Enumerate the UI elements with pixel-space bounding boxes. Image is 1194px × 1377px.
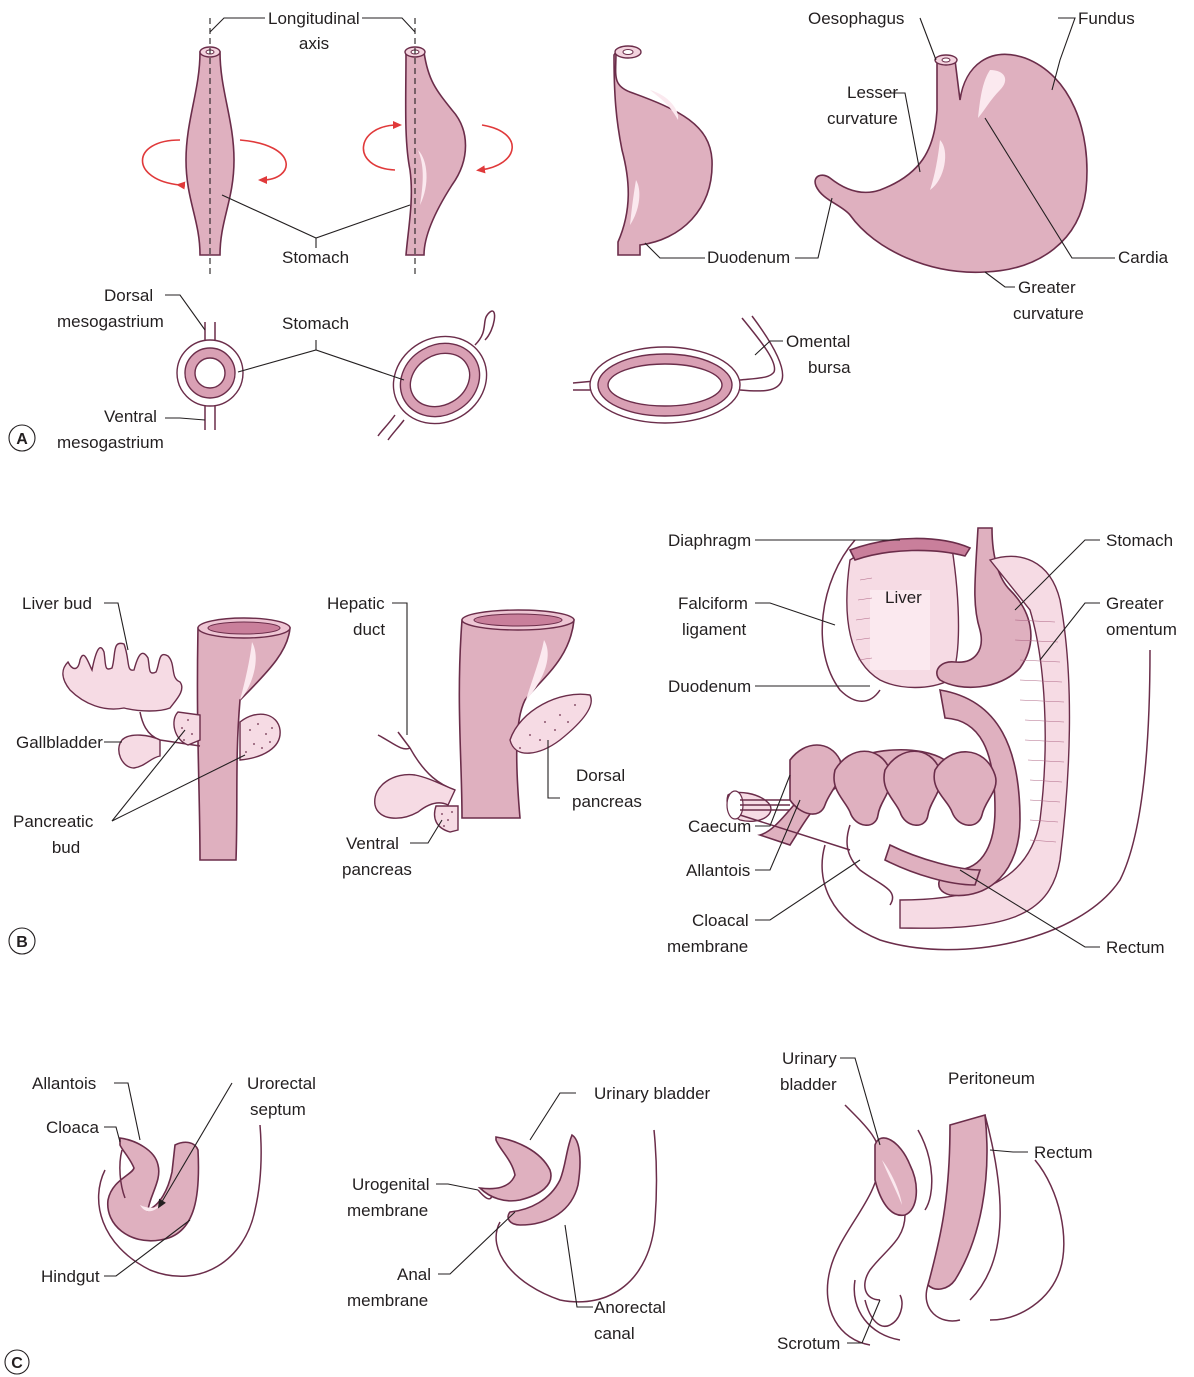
- label-ventral-pancreas: Ventral: [346, 834, 399, 853]
- label-greater-omentum: Greater: [1106, 594, 1164, 613]
- cloaca-diagram: [99, 1125, 262, 1276]
- cross-section-3: [573, 316, 783, 423]
- sagittal-gut-diagram: [727, 528, 1150, 950]
- stomach-tube-rotating: [363, 18, 512, 275]
- label-urogenital-membrane: Urogenital: [352, 1175, 430, 1194]
- label-liver: Liver: [885, 588, 922, 607]
- label-omental-bursa: Omental: [786, 332, 850, 351]
- label-caecum: Caecum: [688, 817, 751, 836]
- label-falciform-ligament-2: ligament: [682, 620, 747, 639]
- label-urinary-bladder: Urinary: [782, 1049, 837, 1068]
- label-hindgut: Hindgut: [41, 1267, 100, 1286]
- label-stomach-cross: Stomach: [282, 314, 349, 333]
- panel-a-letter: A: [16, 431, 28, 448]
- label-lesser-curvature: Lesser: [847, 83, 898, 102]
- label-cardia: Cardia: [1118, 248, 1169, 267]
- label-diaphragm: Diaphragm: [668, 531, 751, 550]
- label-duodenum-b: Duodenum: [668, 677, 751, 696]
- panel-a: Longitudinal axis Stomach Oesophagus Fun…: [9, 9, 1169, 452]
- label-dorsal-pancreas-2: pancreas: [572, 792, 642, 811]
- panel-b-letter: B: [16, 934, 28, 951]
- label-hepatic-duct: Hepatic: [327, 594, 385, 613]
- label-rectum-c: Rectum: [1034, 1143, 1093, 1162]
- label-oesophagus: Oesophagus: [808, 9, 904, 28]
- label-greater-curvature: Greater: [1018, 278, 1076, 297]
- label-urinary-bladder-mid: Urinary bladder: [594, 1084, 711, 1103]
- label-fundus: Fundus: [1078, 9, 1135, 28]
- label-cloacal-membrane-2: membrane: [667, 937, 748, 956]
- label-pancreatic-bud-2: bud: [52, 838, 80, 857]
- label-anorectal-canal-2: canal: [594, 1324, 635, 1343]
- label-duodenum-a: Duodenum: [707, 248, 790, 267]
- label-stomach-a: Stomach: [282, 248, 349, 267]
- label-longitudinal-axis: Longitudinal: [268, 9, 360, 28]
- label-pancreatic-bud: Pancreatic: [13, 812, 94, 831]
- label-gallbladder: Gallbladder: [16, 733, 103, 752]
- stomach-tube-straight: [143, 18, 287, 275]
- cross-section-2: [377, 311, 502, 440]
- label-allantois-c: Allantois: [32, 1074, 96, 1093]
- label-dorsal-pancreas: Dorsal: [576, 766, 625, 785]
- label-anorectal-canal: Anorectal: [594, 1298, 666, 1317]
- label-ventral-mesogastrium-2: mesogastrium: [57, 433, 164, 452]
- label-scrotum: Scrotum: [777, 1334, 840, 1353]
- label-omental-bursa-2: bursa: [808, 358, 851, 377]
- label-dorsal-mesogastrium-2: mesogastrium: [57, 312, 164, 331]
- label-anal-membrane: Anal: [397, 1265, 431, 1284]
- stomach-curved: [614, 46, 712, 255]
- label-falciform-ligament: Falciform: [678, 594, 748, 613]
- label-stomach-b: Stomach: [1106, 531, 1173, 550]
- label-dorsal-mesogastrium: Dorsal: [104, 286, 153, 305]
- label-urinary-bladder-2: bladder: [780, 1075, 837, 1094]
- label-urorectal-septum: Urorectal: [247, 1074, 316, 1093]
- adult-pelvis-diagram: [827, 1105, 1063, 1345]
- urogenital-diagram: [478, 1130, 657, 1302]
- label-urorectal-septum-2: septum: [250, 1100, 306, 1119]
- cross-section-1: [177, 322, 243, 430]
- label-rectum-b: Rectum: [1106, 938, 1165, 957]
- panel-c: Allantois Urorectal septum Cloaca Hindgu…: [5, 1049, 1093, 1374]
- label-liver-bud: Liver bud: [22, 594, 92, 613]
- label-greater-omentum-2: omentum: [1106, 620, 1177, 639]
- label-anal-membrane-2: membrane: [347, 1291, 428, 1310]
- label-hepatic-duct-2: duct: [353, 620, 385, 639]
- label-allantois-b: Allantois: [686, 861, 750, 880]
- label-lesser-curvature-2: curvature: [827, 109, 898, 128]
- label-longitudinal-axis-2: axis: [299, 34, 329, 53]
- panel-c-letter: C: [11, 1355, 23, 1372]
- label-urogenital-membrane-2: membrane: [347, 1201, 428, 1220]
- label-peritoneum: Peritoneum: [948, 1069, 1035, 1088]
- label-ventral-pancreas-2: pancreas: [342, 860, 412, 879]
- label-cloacal-membrane: Cloacal: [692, 911, 749, 930]
- label-cloaca: Cloaca: [46, 1118, 99, 1137]
- label-greater-curvature-2: curvature: [1013, 304, 1084, 323]
- label-ventral-mesogastrium: Ventral: [104, 407, 157, 426]
